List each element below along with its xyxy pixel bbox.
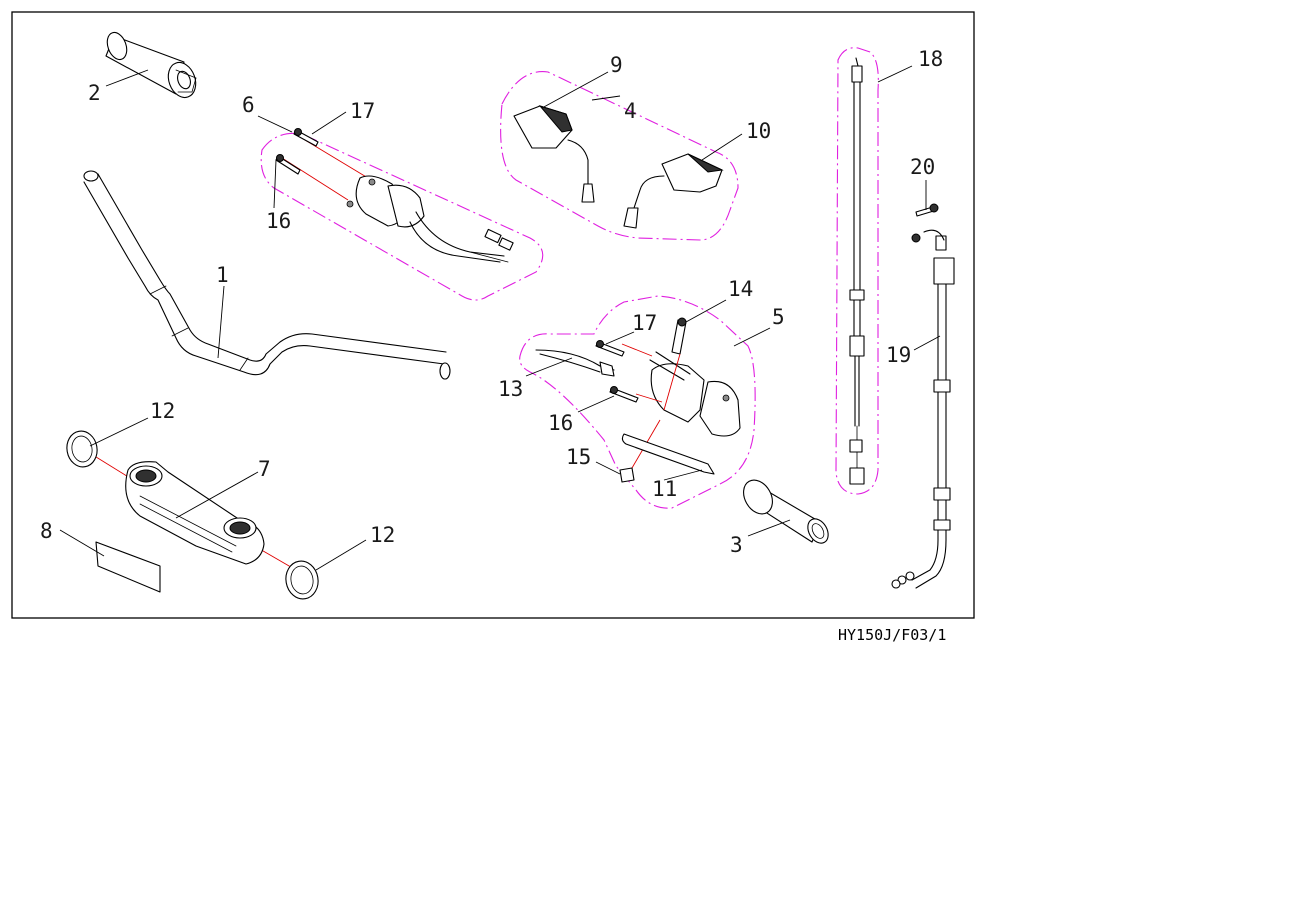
handlebar-holder-part-7 (87, 451, 297, 571)
callout-7: 7 (258, 457, 271, 481)
end-cap-part-12b (285, 560, 319, 600)
callout-14: 14 (728, 277, 753, 301)
callout-3: 3 (730, 533, 743, 557)
right-switch-assembly-part-5 (519, 295, 756, 509)
callout-17-right: 17 (632, 311, 657, 335)
callout-4: 4 (624, 99, 637, 123)
drawing-reference-code: HY150J/F03/1 (838, 626, 946, 644)
leader-lines (59, 65, 941, 571)
callout-20: 20 (910, 155, 935, 179)
bolt-part-20 (915, 203, 939, 217)
callout-8: 8 (40, 519, 53, 543)
callout-18: 18 (918, 47, 943, 71)
throttle-cable-part-18 (835, 47, 879, 495)
callout-12-bottom: 12 (370, 523, 395, 547)
callout-19: 19 (886, 343, 911, 367)
grip-part-3 (743, 479, 829, 544)
callout-17-left: 17 (350, 99, 375, 123)
callout-6: 6 (242, 93, 255, 117)
end-cap-part-12a (66, 430, 98, 468)
callout-13: 13 (498, 377, 523, 401)
callout-2: 2 (88, 81, 101, 105)
callout-5: 5 (772, 305, 785, 329)
handlebar-part-1 (83, 170, 451, 380)
diagram-frame (11, 11, 975, 619)
callout-11: 11 (652, 477, 677, 501)
callout-labels: 1 2 3 4 5 6 7 8 9 10 11 12 12 13 14 15 1… (40, 47, 943, 557)
callout-9: 9 (610, 53, 623, 77)
callout-15: 15 (566, 445, 591, 469)
grip-part-2 (105, 31, 197, 99)
left-switch-assembly-part-6 (260, 128, 544, 301)
callout-16-right: 16 (548, 411, 573, 435)
callout-12-top: 12 (150, 399, 175, 423)
callout-1: 1 (216, 263, 229, 287)
mirror-set-part-4 (500, 71, 739, 241)
callout-16-left: 16 (266, 209, 291, 233)
label-part-8 (95, 541, 161, 593)
callout-10: 10 (746, 119, 771, 143)
cable-part-19 (891, 229, 955, 589)
